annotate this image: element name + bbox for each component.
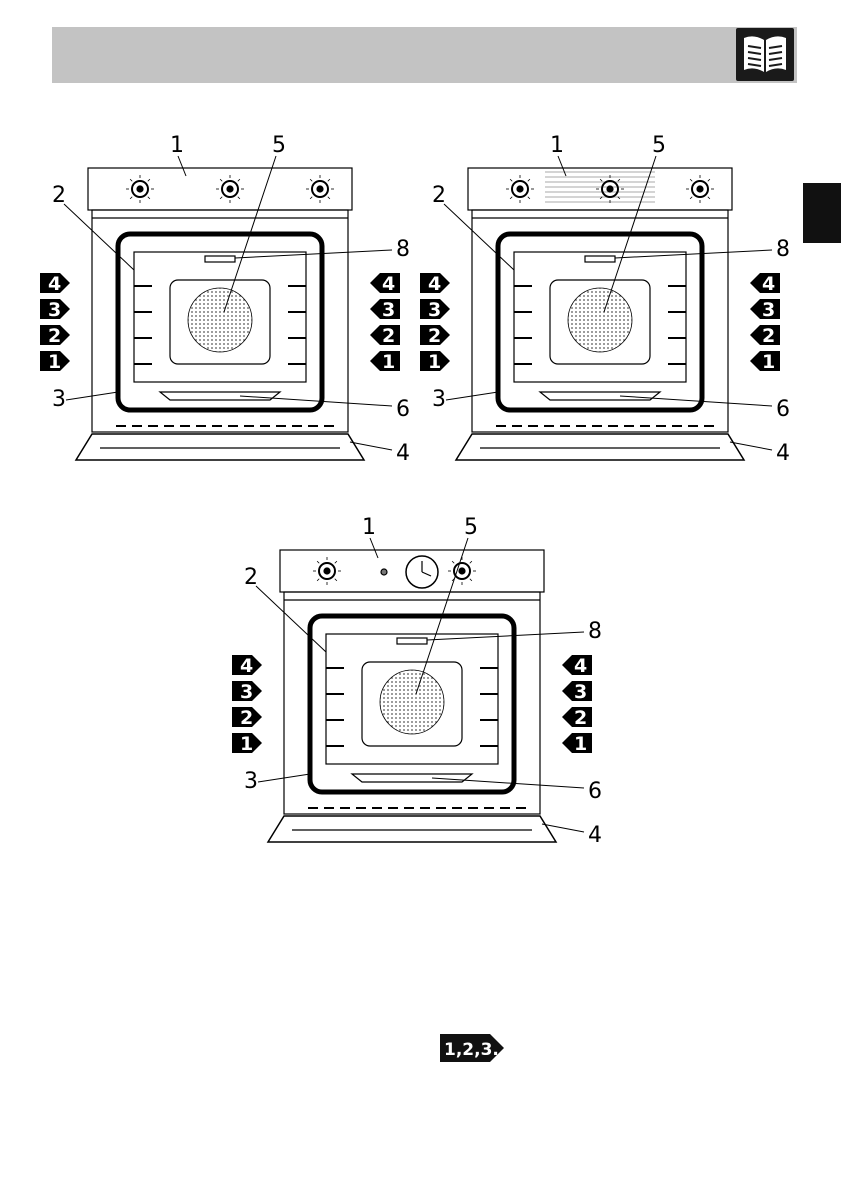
shelf-level-label: 2 (762, 325, 775, 347)
shelf-level-label: 3 (48, 299, 61, 321)
shelf-level-badge-left: 3 (40, 299, 70, 321)
shelf-level-badge-right: 3 (750, 299, 780, 321)
shelf-level-badge-right: 3 (562, 681, 592, 703)
oven-diagram: 4 4 3 3 2 2 1 1 1 2 3 4 5 6 8 (222, 512, 602, 864)
shelf-level-label: 1 (574, 733, 587, 755)
shelf-level-label: 4 (382, 273, 395, 295)
callout-number: 3 (432, 387, 446, 412)
shelf-level-label: 3 (574, 681, 587, 703)
shelf-level-badge-left: 2 (40, 325, 70, 347)
oven-door (456, 434, 744, 460)
shelf-level-label: 2 (428, 325, 441, 347)
shelf-level-badge-right: 4 (370, 273, 400, 295)
leader-line (240, 396, 392, 406)
oven-figure-c: 4 4 3 3 2 2 1 1 1 2 3 4 5 6 8 (222, 512, 602, 864)
callout-number: 8 (396, 237, 410, 262)
callout-number: 8 (588, 619, 602, 644)
shelf-level-badge-left: 4 (232, 655, 262, 677)
leader-line (235, 250, 392, 258)
shelf-level-label: 4 (574, 655, 587, 677)
shelf-level-label: 1 (382, 351, 395, 373)
shelf-level-badge-left: 1 (232, 733, 262, 755)
callout-number: 4 (776, 441, 790, 466)
shelf-level-label: 4 (428, 273, 441, 295)
shelf-level-label: 3 (240, 681, 253, 703)
oven-lamp (585, 256, 615, 262)
callout-number: 6 (588, 779, 602, 804)
callout-number: 2 (432, 183, 446, 208)
shelf-level-label: 2 (240, 707, 253, 729)
leader-line (615, 250, 772, 258)
oven-diagram: 4 4 3 3 2 2 1 1 1 2 3 4 5 6 8 (30, 130, 410, 482)
shelf-level-badge-right: 4 (562, 655, 592, 677)
shelf-level-badge-left: 3 (232, 681, 262, 703)
header-bar (52, 27, 797, 83)
shelf-level-label: 4 (240, 655, 253, 677)
callout-number: 1 (170, 133, 184, 158)
shelf-level-label: 2 (574, 707, 587, 729)
manual-book-icon (736, 28, 794, 81)
leader-line (620, 396, 772, 406)
oven-lamp (397, 638, 427, 644)
callout-number: 4 (396, 441, 410, 466)
fan-grid (188, 288, 252, 352)
fan-grid (568, 288, 632, 352)
shelf-level-label: 4 (762, 273, 775, 295)
oven-door (268, 816, 556, 842)
oven-door (76, 434, 364, 460)
numbered-list-text: 1,2,3.. (444, 1040, 504, 1060)
callout-number: 5 (272, 133, 286, 158)
shelf-level-badge-left: 1 (420, 351, 450, 373)
shelf-level-label: 1 (240, 733, 253, 755)
shelf-level-badge-right: 4 (750, 273, 780, 295)
callout-number: 1 (362, 515, 376, 540)
callout-number: 5 (652, 133, 666, 158)
callout-number: 6 (776, 397, 790, 422)
shelf-level-badge-left: 1 (40, 351, 70, 373)
shelf-level-label: 2 (382, 325, 395, 347)
shelf-level-label: 3 (762, 299, 775, 321)
callout-number: 1 (550, 133, 564, 158)
callout-number: 2 (52, 183, 66, 208)
oven-figure-a: 4 4 3 3 2 2 1 1 1 2 3 4 5 6 8 (30, 130, 410, 482)
shelf-level-badge-right: 2 (750, 325, 780, 347)
shelf-level-badge-left: 4 (420, 273, 450, 295)
shelf-level-badge-right: 3 (370, 299, 400, 321)
callout-number: 5 (464, 515, 478, 540)
shelf-level-label: 3 (428, 299, 441, 321)
shelf-level-badge-right: 2 (562, 707, 592, 729)
callout-number: 3 (52, 387, 66, 412)
leader-line (432, 778, 584, 788)
indicator-light-icon (381, 569, 387, 575)
bottom-element (540, 392, 660, 400)
shelf-level-badge-left: 2 (232, 707, 262, 729)
shelf-level-badge-left: 3 (420, 299, 450, 321)
oven-figure-b: 4 4 3 3 2 2 1 1 1 2 3 4 5 6 8 (410, 130, 790, 482)
shelf-level-label: 1 (428, 351, 441, 373)
fan-grid (380, 670, 444, 734)
shelf-level-badge-left: 2 (420, 325, 450, 347)
shelf-level-label: 1 (762, 351, 775, 373)
shelf-level-badge-right: 1 (370, 351, 400, 373)
callout-number: 6 (396, 397, 410, 422)
numbered-list-arrow-icon: 1,2,3.. (440, 1034, 504, 1062)
shelf-level-label: 3 (382, 299, 395, 321)
oven-diagram: 4 4 3 3 2 2 1 1 1 2 3 4 5 6 8 (410, 130, 790, 482)
bottom-element (352, 774, 472, 782)
callout-number: 8 (776, 237, 790, 262)
callout-number: 3 (244, 769, 258, 794)
callout-number: 4 (588, 823, 602, 848)
shelf-level-badge-right: 2 (370, 325, 400, 347)
leader-line (427, 632, 584, 640)
section-tab (803, 183, 841, 243)
shelf-level-label: 2 (48, 325, 61, 347)
shelf-level-label: 1 (48, 351, 61, 373)
callout-number: 2 (244, 565, 258, 590)
oven-lamp (205, 256, 235, 262)
shelf-level-badge-right: 1 (562, 733, 592, 755)
shelf-level-badge-left: 4 (40, 273, 70, 295)
shelf-level-label: 4 (48, 273, 61, 295)
bottom-element (160, 392, 280, 400)
shelf-level-badge-right: 1 (750, 351, 780, 373)
